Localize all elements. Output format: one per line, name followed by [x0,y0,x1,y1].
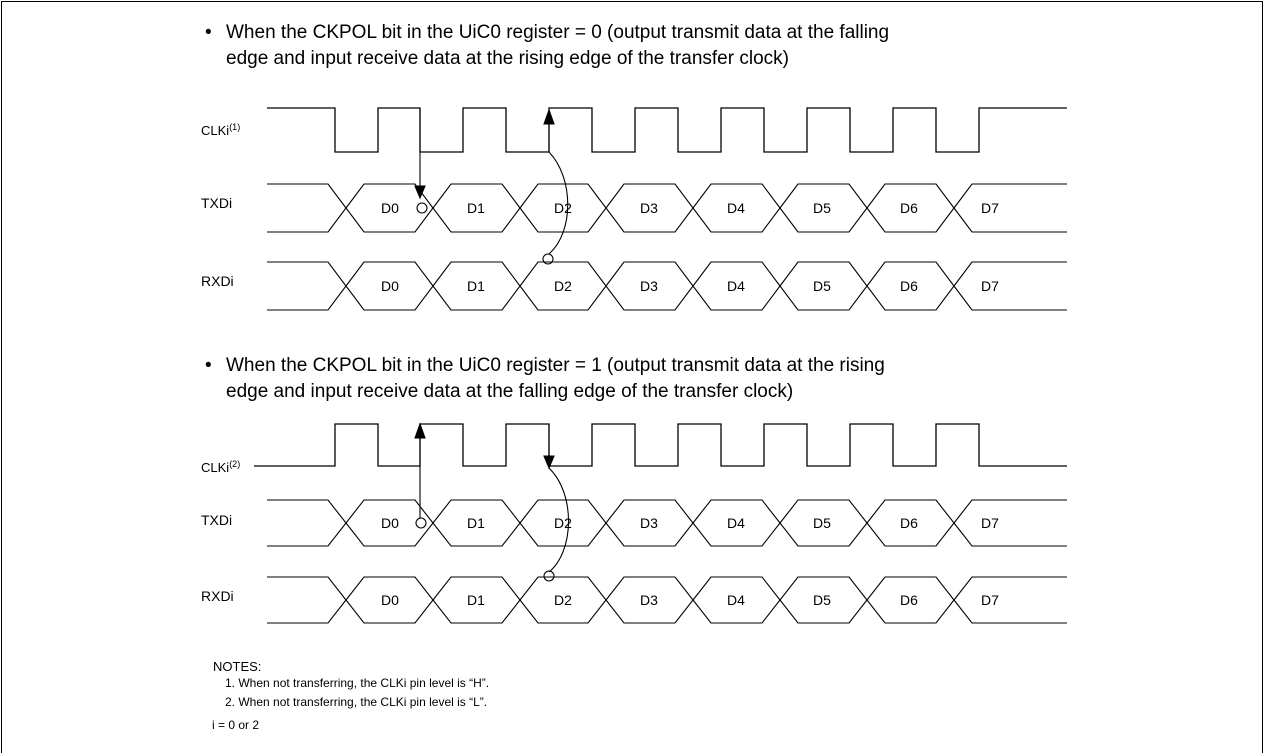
data-bit-label: D7 [981,515,999,531]
heading-line-2: edge and input receive data at the risin… [226,48,789,69]
note-item-2: 2. When not transferring, the CLKi pin l… [225,695,488,709]
txd-waveform-1 [267,183,1067,233]
data-bit-label: D0 [381,592,399,608]
data-bit-label: D0 [381,200,399,216]
data-bit-label: D4 [727,278,745,294]
rxd-bit-labels-1: D0 D1 D2 D3 D4 D5 D6 D7 [381,278,999,294]
data-bit-label: D1 [467,515,485,531]
data-bit-label: D2 [554,592,572,608]
clk-waveform-1 [267,107,1067,153]
data-bit-label: D7 [981,200,999,216]
clk-label-1: CLKi(1) [201,122,240,138]
data-bit-label: D3 [640,200,658,216]
receive-timing-arrow-1 [542,108,569,265]
data-bit-label: D1 [467,592,485,608]
txd-bit-labels-2: D0 D1 D2 D3 D4 D5 D6 D7 [381,515,999,531]
data-bit-label: D7 [981,278,999,294]
transmit-timing-arrow-1 [414,108,428,214]
data-bit-label: D2 [554,278,572,294]
data-bit-label: D2 [554,200,572,216]
data-bit-label: D2 [554,515,572,531]
note-item-1: 1. When not transferring, the CLKi pin l… [225,676,490,690]
data-bit-label: D5 [813,515,831,531]
heading-line-1: When the CKPOL bit in the UiC0 register … [226,22,890,43]
data-bit-label: D7 [981,592,999,608]
index-note: i = 0 or 2 [212,718,260,732]
rxd-bit-labels-2: D0 D1 D2 D3 D4 D5 D6 D7 [381,592,999,608]
rxd-label-1: RXDi [201,273,234,289]
rxd-waveform-1 [267,261,1067,311]
data-bit-label: D6 [900,592,918,608]
data-bit-label: D4 [727,515,745,531]
data-bit-label: D5 [813,278,831,294]
heading-line-2: edge and input receive data at the falli… [226,381,794,402]
bullet: • [205,355,212,376]
data-bit-label: D4 [727,200,745,216]
data-bit-label: D3 [640,515,658,531]
data-bit-label: D0 [381,278,399,294]
data-bit-label: D5 [813,592,831,608]
bullet: • [205,22,212,43]
rxd-label-2: RXDi [201,588,234,604]
txd-label-2: TXDi [201,512,232,528]
notes-title: NOTES: [213,659,262,674]
data-bit-label: D4 [727,592,745,608]
txd-waveform-2 [267,499,1067,547]
data-bit-label: D3 [640,278,658,294]
txd-label-1: TXDi [201,195,232,211]
heading-line-1: When the CKPOL bit in the UiC0 register … [226,355,885,376]
transmit-timing-arrow-2 [414,422,427,529]
data-bit-label: D1 [467,278,485,294]
data-bit-label: D0 [381,515,399,531]
rxd-waveform-2 [267,576,1067,624]
txd-bit-labels-1: D0 D1 D2 D3 D4 D5 D6 D7 [381,200,999,216]
data-bit-label: D5 [813,200,831,216]
data-bit-label: D6 [900,515,918,531]
data-bit-label: D6 [900,278,918,294]
data-bit-label: D3 [640,592,658,608]
data-bit-label: D1 [467,200,485,216]
clk-waveform-2 [254,423,1067,467]
data-bit-label: D6 [900,200,918,216]
clk-label-2: CLKi(2) [201,459,240,475]
receive-timing-arrow-2 [543,424,570,582]
